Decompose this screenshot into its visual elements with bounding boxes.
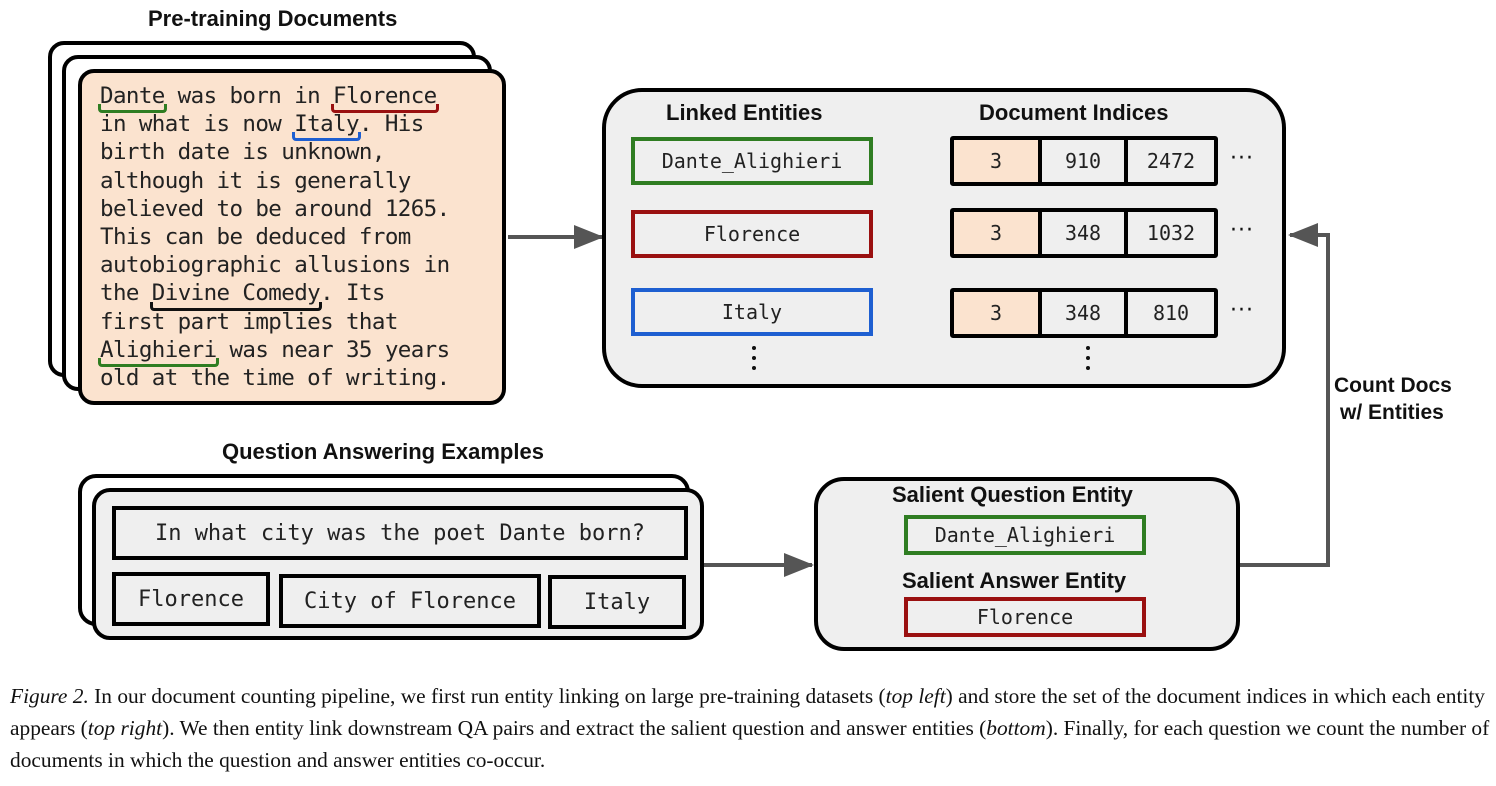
more-indices-vertical-ellipsis	[1086, 346, 1092, 376]
doc-indices-row-italy: 3 348 810	[950, 288, 1218, 338]
doc-indices-row-florence: 3 348 1032	[950, 208, 1218, 258]
doc-index-cell: 1032	[1128, 212, 1214, 254]
count-docs-label-line2: w/ Entities	[1340, 401, 1444, 424]
doc-index-cell: 810	[1128, 292, 1214, 334]
caption-italic: top right	[87, 716, 163, 740]
qa-question-box: In what city was the poet Dante born?	[112, 506, 688, 560]
caption-text: ). We then entity link downstream QA pai…	[162, 716, 987, 740]
caption-italic: top left	[885, 684, 946, 708]
doc-text-span: was born in	[164, 83, 334, 109]
doc-index-cell: 3	[954, 292, 1038, 334]
caption-text: ). Finally, for each question we count t…	[10, 716, 1490, 772]
doc-indices-row-dante: 3 910 2472	[950, 136, 1218, 186]
salient-answer-entity: Florence	[904, 597, 1146, 637]
caption-text: ) and store the set of the document indi…	[10, 684, 1486, 740]
doc-text-span: . Its first part implies that	[100, 280, 398, 335]
more-indices-ellipsis: ···	[1230, 146, 1254, 171]
linked-entity-florence: Florence	[631, 210, 873, 258]
document-text: Dante was born in Florence in what is no…	[98, 82, 450, 392]
entity-mention-divine-comedy: Divine Comedy	[149, 280, 323, 311]
doc-index-cell: 3	[954, 140, 1038, 182]
doc-text-span: . His birth date is unknown, although it…	[100, 111, 450, 307]
doc-index-cell: 348	[1042, 212, 1124, 254]
salient-question-entity: Dante_Alighieri	[904, 515, 1146, 555]
salient-to-index-arrow	[1240, 223, 1330, 567]
entity-mention-florence: Florence	[331, 83, 439, 114]
entity-mention-dante: Dante	[98, 83, 167, 114]
doc-text-span: in what is now	[100, 111, 282, 138]
document-indices-title: Document Indices	[979, 100, 1169, 125]
caption-italic: bottom	[986, 716, 1046, 740]
salient-answer-title: Salient Answer Entity	[902, 568, 1127, 593]
doc-card-front	[78, 69, 506, 405]
doc-index-cell: 348	[1042, 292, 1124, 334]
linked-entities-title: Linked Entities	[666, 100, 823, 125]
linked-entity-italy: Italy	[631, 288, 873, 336]
caption-text: In our document counting pipeline, we fi…	[88, 684, 886, 708]
doc-text-span: was near 35 years old at the time of wri…	[100, 336, 450, 392]
pretraining-title: Pre-training Documents	[148, 6, 398, 31]
linked-entity-dante-alighieri: Dante_Alighieri	[631, 137, 873, 185]
entity-mention-alighieri: Alighieri	[98, 336, 219, 368]
qa-examples-title: Question Answering Examples	[222, 439, 544, 464]
figure-caption: Figure 2. In our document counting pipel…	[10, 680, 1490, 776]
caption-label: Figure 2.	[10, 684, 89, 708]
doc-index-cell: 910	[1042, 140, 1124, 182]
more-indices-ellipsis: ···	[1230, 218, 1254, 243]
entity-mention-italy: Italy	[292, 111, 361, 142]
count-docs-label-line1: Count Docs	[1334, 374, 1452, 397]
more-entities-vertical-ellipsis	[752, 346, 758, 376]
qa-answer-florence: Florence	[112, 572, 270, 626]
doc-index-cell: 2472	[1128, 140, 1214, 182]
more-indices-ellipsis: ···	[1230, 298, 1254, 323]
doc-index-cell: 3	[954, 212, 1038, 254]
salient-question-title: Salient Question Entity	[892, 482, 1133, 507]
qa-answer-city-of-florence: City of Florence	[279, 574, 541, 628]
qa-answer-italy: Italy	[548, 575, 686, 629]
